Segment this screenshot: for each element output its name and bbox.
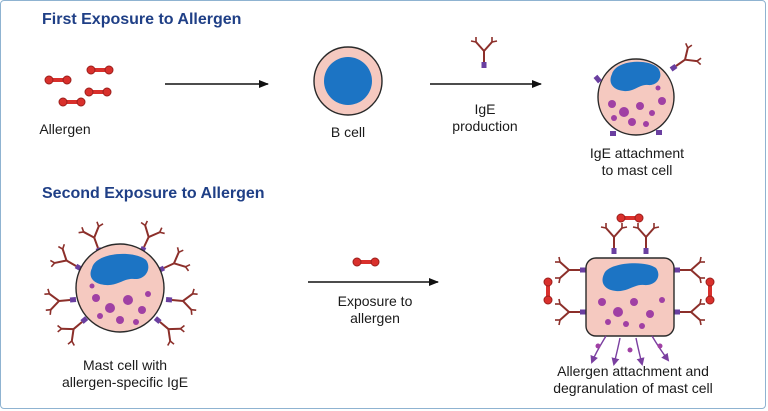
label-mast-cell-1: Mast cell with [82, 357, 168, 373]
released-granules [595, 343, 663, 353]
attached-ige-antibody [673, 256, 706, 284]
attached-ige-antibody [632, 222, 660, 255]
label-ige-production-2: production [452, 118, 518, 134]
label-exposure-2: allergen [350, 310, 400, 326]
attached-ige-antibody [600, 222, 628, 255]
bridging-allergen [542, 276, 554, 306]
mast-cell-nucleus [90, 253, 149, 286]
attached-ige-antibody [163, 285, 200, 317]
attached-ige-antibody [662, 40, 705, 82]
allergen-molecule [57, 96, 87, 108]
receptor [610, 131, 616, 136]
mast-cell-nucleus [602, 263, 659, 292]
label-degranulation-2: degranulation of mast cell [553, 380, 713, 396]
allergen-molecule [351, 256, 381, 268]
section-heading-second: Second Exposure to Allergen [42, 185, 265, 202]
bridging-allergen [615, 212, 645, 224]
section-heading-first: First Exposure to Allergen [42, 11, 242, 28]
mast-cell-nucleus [610, 61, 661, 92]
attached-ige-antibody [42, 285, 79, 317]
label-allergen: Allergen [39, 121, 91, 137]
allergen-molecule [43, 74, 73, 86]
label-exposure-1: Exposure to [337, 293, 413, 309]
receptor [593, 74, 602, 84]
granules [608, 85, 666, 127]
b-cell [313, 46, 383, 116]
label-b-cell: B cell [330, 124, 366, 140]
label-mast-cell-2: allergen-specific IgE [61, 374, 189, 390]
label-ige-attachment-1: IgE attachment [589, 145, 685, 161]
b-cell-nucleus [324, 57, 372, 105]
free-ige-antibody [470, 36, 498, 69]
bridging-allergen [704, 276, 716, 306]
attached-ige-antibody [554, 298, 587, 326]
mast-cell-sensitized [42, 217, 200, 350]
granules [89, 283, 151, 325]
receptor [656, 130, 662, 135]
label-ige-attachment-2: to mast cell [601, 162, 673, 178]
degranulation-arrows [590, 335, 670, 366]
allergen-molecule [83, 86, 113, 98]
granules [598, 297, 665, 329]
attached-ige-antibody [673, 298, 706, 326]
allergen-group [43, 64, 115, 108]
label-ige-production-1: IgE [474, 101, 496, 117]
mast-cell-degranulating [542, 212, 716, 366]
attached-ige-antibody [554, 256, 587, 284]
allergen-molecule [85, 64, 115, 76]
mast-cell-first [593, 40, 705, 136]
label-degranulation-1: Allergen attachment and [557, 363, 709, 379]
